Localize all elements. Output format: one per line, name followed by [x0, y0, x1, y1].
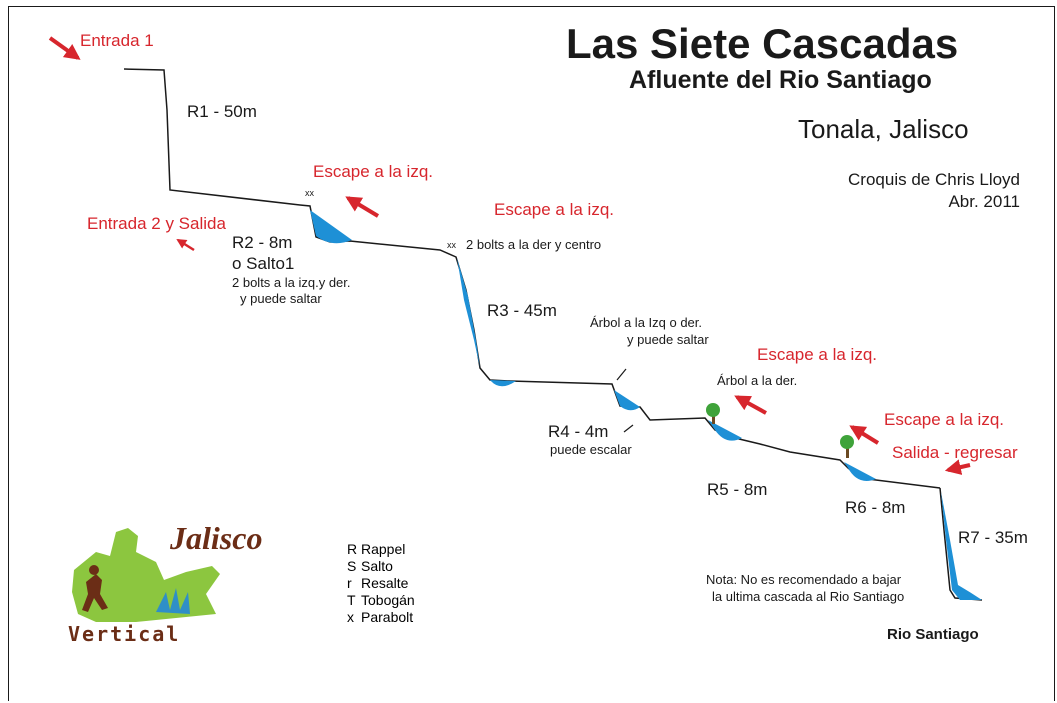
r5-label: R5 - 8m: [707, 480, 768, 499]
entrada2-label: Entrada 2 y Salida: [87, 214, 226, 233]
legend-key: x: [347, 609, 354, 625]
r3-bolts-note: 2 bolts a la der y centro: [466, 237, 602, 252]
parabolt-mark-1: xx: [305, 188, 314, 198]
legend-label: Parabolt: [361, 609, 414, 625]
river-label: Rio Santiago: [887, 626, 979, 643]
cascade-r3: [457, 258, 480, 368]
parabolt-mark-2: xx: [447, 240, 456, 250]
tree-r5-icon: [706, 403, 720, 424]
logo-graphic: [72, 528, 220, 622]
arrow-salida-icon: [944, 459, 971, 475]
r1-label: R1 - 50m: [187, 102, 257, 121]
legend-key: R: [347, 541, 358, 557]
legend-row: x Parabolt: [347, 609, 415, 626]
salida-label: Salida - regresar: [892, 443, 1018, 462]
r6-label: R6 - 8m: [845, 498, 906, 517]
pool-r3: [490, 380, 516, 387]
pool-r2: [310, 210, 352, 244]
page-title: Las Siete Cascadas: [566, 20, 959, 67]
r7-label: R7 - 35m: [958, 528, 1028, 547]
pool-r5: [708, 420, 742, 441]
logo-jalisco-text: Jalisco: [170, 520, 263, 556]
escape1-label: Escape a la izq.: [313, 162, 434, 181]
arrow-entrada1-icon: [48, 36, 81, 60]
legend-row: T Tobogán: [347, 592, 415, 609]
legend-key: S: [347, 558, 357, 574]
legend-key: T: [347, 592, 356, 608]
r5-tree-note: Árbol a la der.: [717, 373, 798, 388]
r2-note-2: y puede saltar: [240, 291, 322, 306]
escape4-label: Escape a la izq.: [884, 410, 1005, 429]
pool-r4: [614, 390, 640, 411]
arrow-escape1-icon: [345, 196, 380, 218]
r4-climb-pointer: [623, 424, 634, 433]
legend-label: Salto: [361, 558, 393, 574]
arrow-escape3-icon: [734, 395, 767, 415]
tree-r6-icon: [840, 435, 854, 458]
pool-r6: [844, 462, 876, 481]
arrow-escape4-icon: [849, 425, 880, 445]
entrada1-label: Entrada 1: [80, 31, 154, 50]
note-line-1: Nota: No es recomendado a bajar: [706, 572, 902, 587]
r3-label: R3 - 45m: [487, 301, 557, 320]
location-label: Tonala, Jalisco: [798, 114, 969, 144]
r4-tree-note-1: Árbol a la Izq o der.: [590, 315, 703, 330]
page-subtitle: Afluente del Rio Santiago: [629, 66, 932, 94]
legend-row: r Resalte: [347, 575, 415, 592]
r4-tree-pointer: [616, 368, 627, 381]
r4-climb-note: puede escalar: [550, 442, 632, 457]
page-frame: [8, 6, 1055, 701]
r4-tree-note-2: y puede saltar: [627, 332, 709, 347]
r4-label: R4 - 4m: [548, 422, 609, 441]
escape2-label: Escape a la izq.: [494, 200, 615, 219]
legend-key: r: [347, 575, 352, 591]
note-line-2: la ultima cascada al Rio Santiago: [712, 589, 905, 604]
legend-label: Rappel: [361, 541, 406, 557]
credit-author: Croquis de Chris Lloyd: [848, 170, 1020, 189]
legend-label: Tobogán: [361, 592, 415, 608]
r2-label: R2 - 8m: [232, 233, 293, 252]
r2-alt-label: o Salto1: [232, 254, 295, 273]
escape3-label: Escape a la izq.: [757, 345, 878, 364]
jalisco-vertical-logo: Jalisco Vertical: [66, 520, 276, 647]
r2-note-1: 2 bolts a la izq.y der.: [232, 275, 351, 290]
cascade-r7: [941, 492, 982, 600]
legend-label: Resalte: [361, 575, 409, 591]
arrow-entrada2-icon: [176, 238, 195, 252]
credit-date: Abr. 2011: [948, 192, 1020, 211]
logo-vertical-text: Vertical: [68, 622, 181, 646]
